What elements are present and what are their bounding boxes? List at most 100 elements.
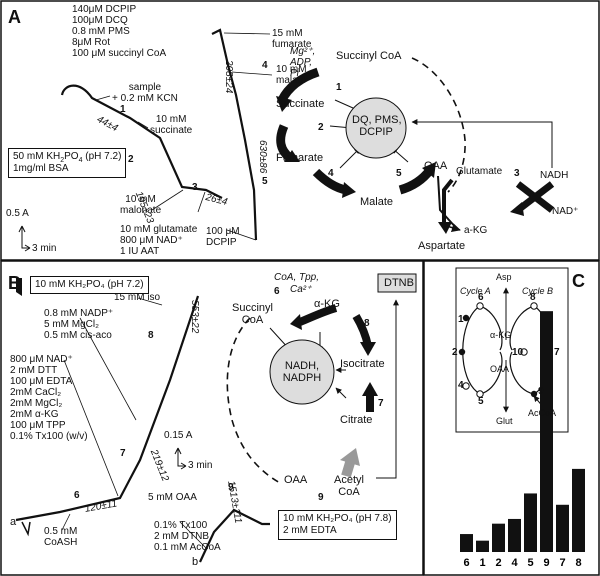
inset-oaa: OAA (490, 364, 510, 374)
scale-y-a: 0.5 A (6, 208, 29, 219)
cycle-step-5: 5 (396, 168, 402, 179)
scale-y-b: 0.15 A (164, 430, 193, 441)
inset-n7: 7 (554, 347, 560, 358)
bar-5 (524, 493, 537, 552)
cycle-step-4: 4 (328, 168, 334, 179)
cycle-step-6: 6 (274, 286, 280, 297)
bar-label-7: 7 (559, 557, 565, 569)
step-4: 4 (262, 60, 268, 71)
oaa-label-b: OAA (284, 474, 308, 486)
trace-a-1 (60, 84, 223, 199)
cofactors-b: CoA, Tpp, (274, 272, 320, 283)
step-3: 3 (192, 182, 198, 193)
inset-n2: 2 (452, 347, 458, 358)
bar-7 (556, 504, 569, 552)
oaa-label-a: OAA (424, 160, 448, 172)
coash-addition: 0.5 mM CoASH (44, 526, 78, 548)
reagent-line: 0.8 mM PMS (72, 26, 130, 37)
bar-2 (492, 523, 505, 552)
bar-6 (460, 534, 473, 552)
panel-a-border (0, 0, 600, 261)
b-addition: 0.1% Tx100 2 mM DTNB 0.1 mM AcCoA (154, 520, 221, 553)
rate-4: 208±24 (223, 60, 234, 94)
bar-4 (508, 518, 521, 552)
step-7: 7 (120, 448, 126, 459)
cycle-step-7: 7 (378, 398, 384, 409)
step-8: 8 (148, 330, 154, 341)
buffer-line-1: 50 mM KH2PO4 (pH 7.2) (13, 151, 122, 164)
bar-9 (540, 311, 553, 552)
fumarate-addition: 15 mM fumarate (272, 28, 312, 50)
step-6: 6 (74, 490, 80, 501)
nad-label-a: NAD⁺ (552, 206, 579, 217)
inset-asp: Asp (496, 272, 512, 282)
reagent-line: 100μM DCQ (72, 15, 128, 26)
inset-accoa: AcCoA (528, 408, 557, 418)
inset-n9: 9 (538, 386, 544, 397)
glutamate-label: Glutamate (456, 166, 503, 177)
scale-x-b: 3 min (188, 460, 213, 471)
panel-b-label: B (8, 273, 21, 293)
iso-addition: 15 mM iso (114, 292, 161, 303)
ca-cofactor: Ca²⁺ (290, 284, 312, 295)
step-9: 9 (228, 482, 234, 493)
panel-c-border (423, 260, 600, 576)
inset-cycle-b: Cycle B (522, 286, 554, 296)
bar-1 (476, 540, 489, 552)
cycle-step-1: 1 (336, 82, 342, 93)
acetyl-coa-label: Acetyl CoA (334, 474, 364, 498)
cycle-step-9: 9 (318, 492, 324, 503)
buffer-box-a: 50 mM KH2PO4 (pH 7.2) 1mg/ml BSA (8, 148, 127, 178)
bar-label-8: 8 (575, 557, 581, 569)
akg-label-a: a-KG (464, 225, 488, 236)
reagent-line: 8μM Rot (72, 37, 110, 48)
bar-8 (572, 468, 585, 552)
malate-label: Malate (360, 196, 394, 208)
cycle-step-2: 2 (318, 122, 324, 133)
inset-n5: 5 (478, 396, 484, 407)
succinate-label: Succinate (276, 98, 325, 110)
nadh-label-a: NADH (540, 170, 569, 181)
glutamate-addition: 10 mM glutamate 800 μM NAD⁺ 1 IU AAT (120, 224, 198, 257)
trace-b-2 (199, 508, 270, 563)
bar-label-2: 2 (495, 557, 501, 569)
dtnb-label: DTNB (384, 277, 414, 289)
trace-b-1 (15, 295, 200, 522)
reagent-list: 140μM DCPIP 100μM DCQ 0.8 mM PMS 8μM Rot… (72, 4, 166, 59)
panel-b-border (0, 260, 424, 576)
reagent-line: 140μM DCPIP (72, 4, 137, 15)
nad-addition: 800 μM NAD⁺ 2 mM DTT 100 μM EDTA 2mM CaC… (10, 354, 88, 442)
rate-8: 553±22 (189, 300, 200, 334)
inset-cycle-a: Cycle A (460, 286, 491, 296)
trace-a-label: a (10, 516, 17, 528)
step-5: 5 (262, 176, 268, 187)
scale-x-a: 3 min (32, 243, 57, 254)
center-a: DQ, PMS, DCPIP (352, 114, 402, 138)
reagent-line: 100 μM succinyl CoA (72, 48, 167, 59)
malonate-addition: 10 mM malonate (120, 194, 162, 216)
cycle-step-8: 8 (364, 318, 370, 329)
aspartate-label: Aspartate (418, 240, 466, 252)
center-b: NADH, NADPH (282, 360, 322, 384)
step-2: 2 (128, 154, 134, 165)
inset-n6: 6 (478, 292, 484, 303)
inset-n10: 10 (512, 347, 524, 358)
fumarate-label: Fumarate (276, 152, 324, 164)
sample-addition: sample + 0.2 mM KCN (112, 82, 178, 104)
nadp-addition: 0.8 mM NADP⁺ 5 mM MgCl₂ 0.5 mM cis-aco (44, 308, 114, 341)
panel-a-label: A (8, 7, 21, 27)
oaa-addition: 5 mM OAA (148, 492, 197, 503)
akg-label-b: α-KG (314, 298, 340, 310)
succinate-addition: 10 mM succinate (150, 114, 193, 136)
rate-5: 630±86 (257, 140, 268, 174)
bar-label-1: 1 (479, 557, 485, 569)
inset-glut: Glut (496, 416, 513, 426)
bar-label-6: 6 (463, 557, 469, 569)
buffer-box-b1: 10 mM KH₂PO₄ (pH 7.2) (30, 276, 149, 294)
citrate-label: Citrate (340, 414, 373, 426)
malate-addition: 10 mM malate (276, 64, 307, 86)
panel-c-label: C (572, 271, 585, 291)
cycle-step-3: 3 (514, 168, 520, 179)
